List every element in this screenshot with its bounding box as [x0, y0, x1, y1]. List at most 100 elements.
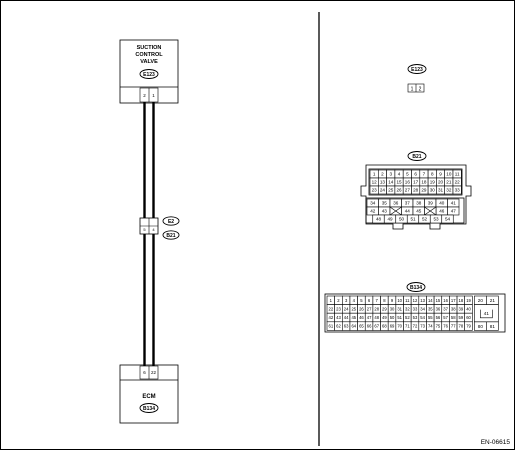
pin-number: 27 [367, 306, 372, 311]
pin-number: 17 [451, 298, 456, 303]
pin-number: 13 [380, 180, 386, 185]
pin-number: 11 [405, 298, 410, 303]
ecm-unit: 6 22 ECM B134 [119, 364, 179, 424]
pin-number: 45 [351, 315, 356, 320]
pin-number: 52 [422, 217, 428, 222]
pin-number: 22 [455, 180, 461, 185]
suction-control-valve: SUCTION CONTROL VALVE E123 2 1 [119, 39, 179, 104]
pin-number: 48 [374, 315, 379, 320]
pin-number: 25 [351, 306, 356, 311]
pin-number: 78 [459, 324, 464, 329]
valve-connector-badge [139, 69, 159, 79]
valve-pin: 1 [152, 93, 155, 98]
pin-number: 34 [420, 306, 425, 311]
pin-number: 66 [367, 324, 372, 329]
b134-housing [324, 293, 506, 333]
pin-number: 16 [443, 298, 448, 303]
joint-upper-badge [162, 216, 180, 226]
pin-number: 30 [430, 188, 436, 193]
pin-number: 46 [439, 209, 445, 214]
pin-number: 42 [328, 315, 333, 320]
pin-number: 18 [421, 180, 427, 185]
pin-number: 33 [413, 306, 418, 311]
ecm-pin: 6 [143, 370, 146, 375]
pin-number: 32 [405, 306, 410, 311]
valve-pin: 2 [143, 93, 146, 98]
wire-harness [143, 102, 155, 368]
joint-pin: 5 [143, 227, 146, 232]
pin-number: 37 [405, 201, 411, 206]
pin-number: 25 [388, 188, 394, 193]
pin-number: 8 [431, 172, 434, 177]
pin-number: 77 [451, 324, 456, 329]
pin-number: 41 [484, 311, 490, 316]
pin-number: 31 [438, 188, 444, 193]
pin-number: 36 [436, 306, 441, 311]
pin-number: 14 [428, 298, 433, 303]
pin-number: 64 [351, 324, 356, 329]
ecm-connector-label: B134 [143, 406, 155, 412]
b134-label: B134 [410, 285, 422, 291]
pin-number: 30 [390, 306, 395, 311]
pin-cell [441, 214, 454, 224]
pin-number: 26 [396, 188, 402, 193]
ecm-connector-badge [139, 403, 159, 413]
pin-number: 26 [359, 306, 364, 311]
joint-upper-label: E2 [168, 219, 174, 225]
empty-cross [389, 206, 402, 216]
pin-number: 58 [451, 315, 456, 320]
pin-number: 56 [436, 315, 441, 320]
pin-number: 21 [490, 298, 496, 303]
pin-number: 24 [380, 188, 386, 193]
pin-number: 32 [446, 188, 452, 193]
pin-number: 22 [328, 306, 333, 311]
ecm-name: ECM [142, 394, 155, 400]
pin-number: 28 [374, 306, 379, 311]
pin-number: 59 [459, 315, 464, 320]
pin-number: 47 [367, 315, 372, 320]
pin-number: 24 [344, 306, 349, 311]
b134-key-shape [480, 309, 493, 319]
pin-number: 65 [359, 324, 364, 329]
pin-number: 20 [438, 180, 444, 185]
pin-number: 2 [381, 172, 384, 177]
pin-number: 63 [344, 324, 349, 329]
pin-number: 62 [336, 324, 341, 329]
pin-number: 54 [420, 315, 425, 320]
pin-number: 75 [436, 324, 441, 329]
pin-number: 72 [413, 324, 418, 329]
pin-number: 11 [455, 172, 460, 177]
pin-number: 27 [405, 188, 411, 193]
valve-name-line-3: VALVE [140, 59, 158, 65]
pin-number: 68 [382, 324, 387, 329]
pin-number: 44 [344, 315, 349, 320]
pin-number: 39 [459, 306, 464, 311]
pin-number: 29 [421, 188, 427, 193]
b21-badge [407, 151, 427, 161]
pin-number: 33 [455, 188, 461, 193]
joint-pin: 4 [152, 227, 155, 232]
pin-number: 19 [466, 298, 471, 303]
pin-number: 29 [382, 306, 387, 311]
pin-number: 49 [382, 315, 387, 320]
pin-number: 10 [397, 298, 402, 303]
pin-number: 5 [406, 172, 409, 177]
pin-number: 36 [393, 201, 399, 206]
pin-cell [452, 185, 462, 195]
pin-number: 23 [372, 188, 378, 193]
pin-number: 9 [391, 298, 394, 303]
pin-number: 42 [370, 209, 376, 214]
pin-number: 53 [413, 315, 418, 320]
ecm-pin: 22 [151, 370, 157, 375]
pin-number: 38 [416, 201, 422, 206]
pin-number: 8 [383, 298, 386, 303]
pin-number: 76 [443, 324, 448, 329]
pin-number: 13 [420, 298, 425, 303]
pin-number: 57 [443, 315, 448, 320]
pin-number: 40 [439, 201, 445, 206]
